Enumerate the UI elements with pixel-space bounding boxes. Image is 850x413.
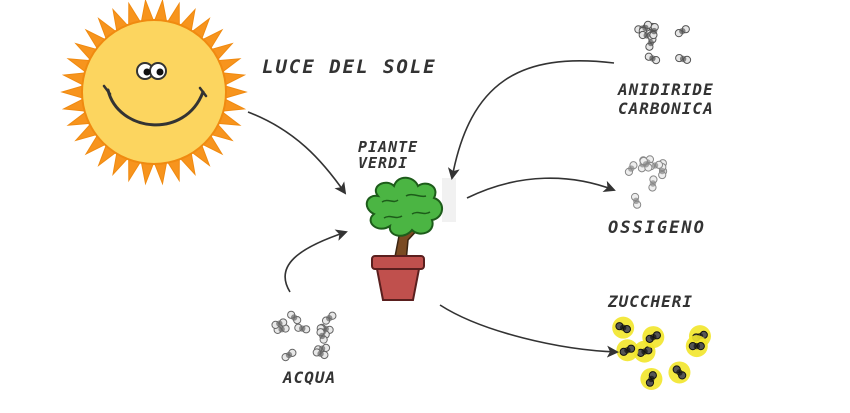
molecule [321,311,337,325]
sugar-molecules-icon [612,316,711,390]
molecule [674,25,690,38]
molecule [685,335,708,358]
label-co2-line1: ANIDIRIDE [618,80,714,99]
molecule [281,348,297,362]
smiling-sun-icon [60,0,248,186]
label-water: ACQUA [283,368,337,387]
molecule [642,326,665,349]
carbon-dioxide-molecules-icon [634,20,692,65]
arrow-plant-to-oxygen [466,177,616,199]
arrow-water-to-plant [284,229,348,293]
label-plant-line2: VERDI [358,154,409,172]
molecule [287,310,302,325]
label-sun: LUCE DEL SOLE [262,56,437,78]
sun-face [81,19,227,165]
oxygen-molecules-icon [624,155,668,209]
tree-foliage [365,176,443,237]
molecule [294,323,311,334]
molecule [648,175,658,192]
pot-rim [371,255,425,270]
molecule [675,53,692,64]
molecule [630,192,642,209]
pot-body [375,268,421,301]
molecule [668,361,691,384]
molecule [316,328,328,344]
label-co2: ANIDIRIDE CARBONICA [618,80,714,118]
label-co2-line2: CARBONICA [618,99,714,118]
molecule [616,339,639,362]
arrow-plant-to-sugars [439,304,619,358]
molecule [271,318,288,329]
molecule [640,367,663,390]
potted-tree-icon [365,176,456,301]
molecule [612,316,635,339]
label-sugars: ZUCCHERI [608,292,694,311]
arrow-sun-to-plant [247,111,347,195]
water-molecules-icon [271,310,337,362]
molecule [649,23,659,40]
sun-smile [106,88,205,127]
label-plant-line1: PIANTE [358,138,419,156]
molecule [639,156,653,172]
label-oxygen: OSSIGENO [608,218,706,238]
label-plant: PIANTE VERDI [358,139,418,171]
molecule [624,161,638,176]
molecule [644,52,661,65]
arrow-co2-to-plant [447,60,615,180]
molecule [312,348,329,360]
